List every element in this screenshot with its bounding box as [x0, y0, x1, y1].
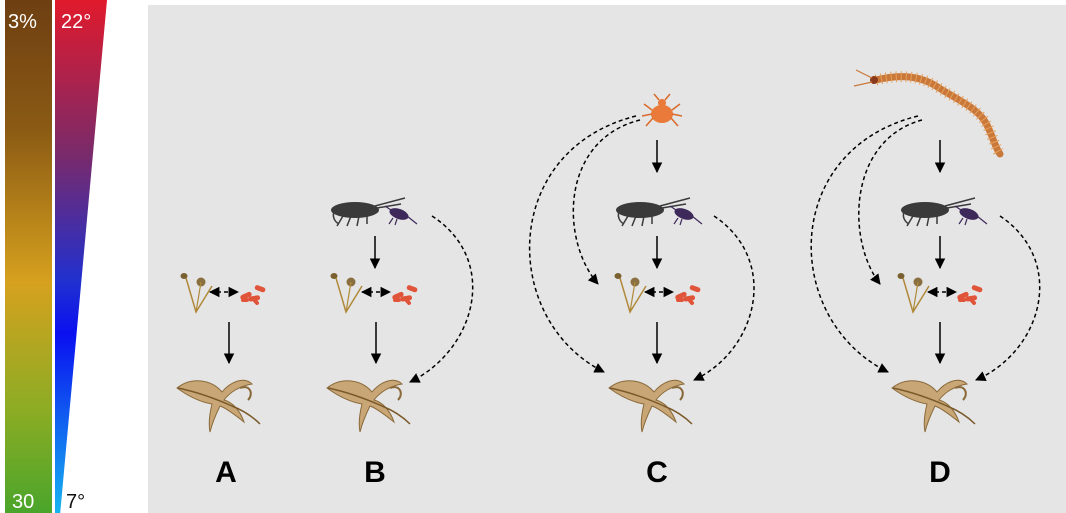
panel-letter-c: C	[646, 456, 668, 489]
food-web-panel	[148, 5, 1066, 513]
arrow-predator-to-microbes	[572, 119, 641, 285]
moisture-gradient-bar	[5, 0, 52, 513]
centipede-icon	[854, 70, 1000, 154]
arrow-fauna-to-litter	[409, 215, 474, 383]
arrow-predator-to-litter	[810, 115, 919, 373]
panel-letter-a: A	[215, 456, 237, 489]
fungi-icon	[329, 272, 363, 313]
panel-b: B	[326, 197, 474, 489]
arrow-predator-to-microbes	[858, 119, 923, 285]
fungi-icon	[179, 272, 213, 313]
leaf-litter-icon	[608, 379, 693, 433]
bacteria-icon	[239, 284, 267, 306]
arrow-fauna-to-litter	[975, 215, 1041, 381]
panel-c: C	[528, 93, 755, 489]
bacteria-icon	[674, 284, 702, 306]
bacteria-icon	[956, 284, 984, 306]
leaf-litter-icon	[176, 379, 261, 433]
panel-a: A	[176, 272, 267, 489]
bacteria-icon	[391, 284, 419, 306]
panel-d: D	[810, 70, 1041, 489]
temperature-bottom-label: 7°	[66, 491, 86, 513]
fungi-icon	[613, 272, 647, 313]
panel-letter-b: B	[364, 456, 386, 489]
leaf-litter-icon	[326, 379, 411, 433]
microfauna-icon	[615, 197, 703, 227]
panel-letter-d: D	[929, 456, 951, 489]
moisture-bottom-label: 30	[12, 491, 35, 513]
temperature-top-label: 22°	[61, 11, 92, 33]
microfauna-icon	[330, 197, 418, 227]
arrow-fauna-to-litter	[693, 215, 755, 381]
predatory-mite-icon	[641, 93, 683, 127]
moisture-top-label: 3%	[8, 11, 37, 33]
fungi-icon	[896, 272, 930, 313]
microfauna-icon	[900, 197, 988, 227]
leaf-litter-icon	[891, 379, 976, 433]
arrow-predator-to-litter	[528, 115, 637, 373]
